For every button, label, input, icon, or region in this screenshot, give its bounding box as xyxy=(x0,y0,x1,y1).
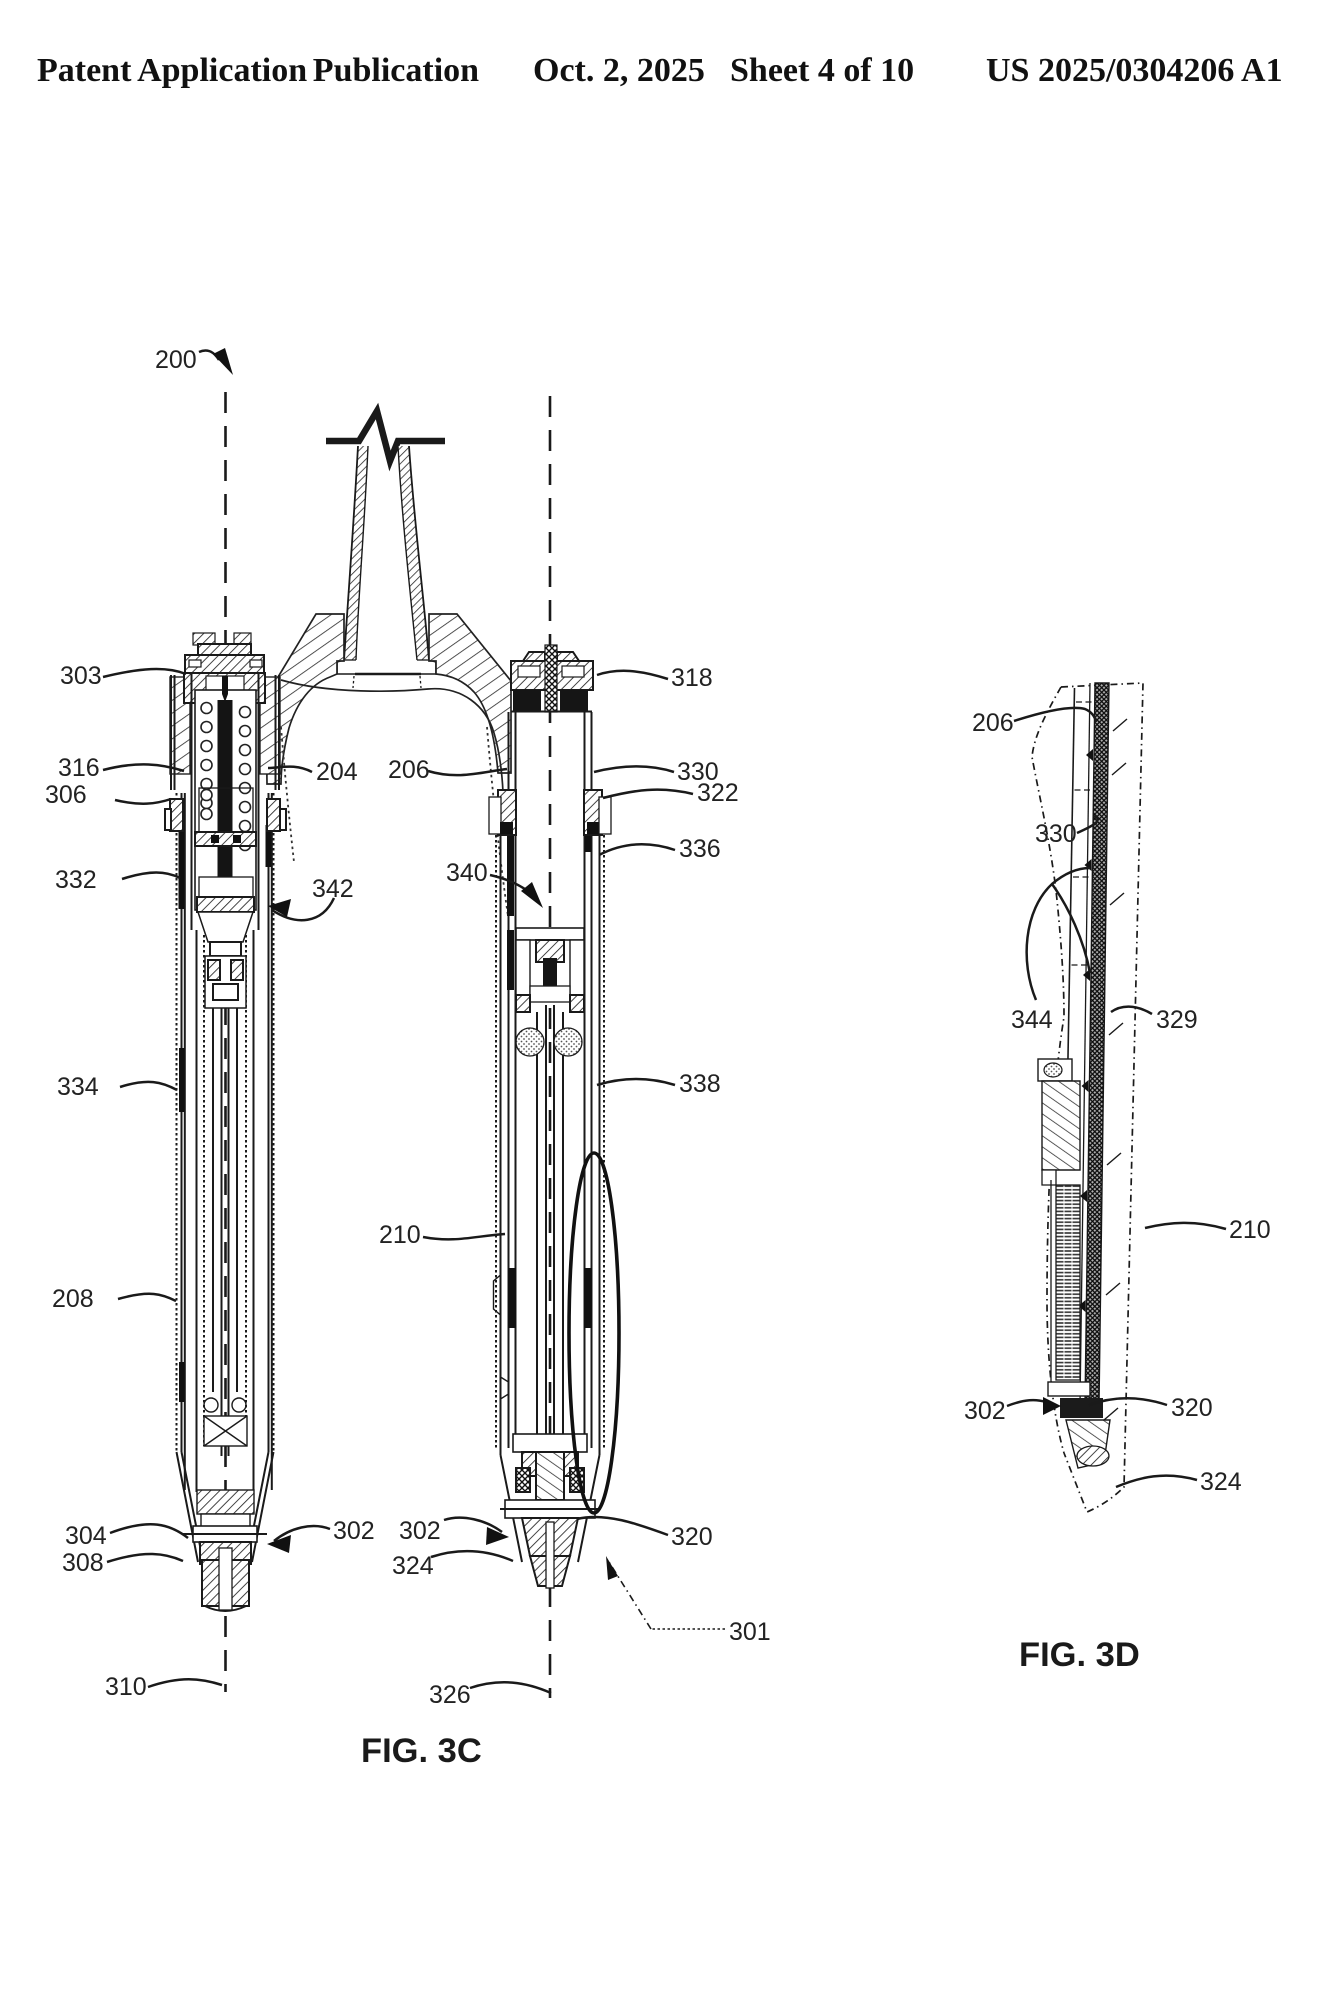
svg-text:303: 303 xyxy=(60,662,102,690)
svg-text:210: 210 xyxy=(1229,1216,1271,1244)
svg-text:304: 304 xyxy=(65,1522,107,1550)
svg-text:302: 302 xyxy=(964,1397,1006,1425)
svg-text:344: 344 xyxy=(1011,1006,1053,1034)
svg-text:204: 204 xyxy=(316,758,358,786)
svg-text:FIG. 3C: FIG. 3C xyxy=(361,1732,482,1770)
svg-text:338: 338 xyxy=(679,1070,721,1098)
svg-text:336: 336 xyxy=(679,835,721,863)
svg-text:340: 340 xyxy=(446,859,488,887)
svg-text:Sheet 4 of 10: Sheet 4 of 10 xyxy=(730,52,914,89)
svg-text:200: 200 xyxy=(155,346,197,374)
svg-text:310: 310 xyxy=(105,1673,147,1701)
svg-text:330: 330 xyxy=(1035,820,1077,848)
svg-text:Oct. 2, 2025: Oct. 2, 2025 xyxy=(533,52,705,89)
svg-text:302: 302 xyxy=(333,1517,375,1545)
svg-text:334: 334 xyxy=(57,1073,99,1101)
svg-text:329: 329 xyxy=(1156,1006,1198,1034)
svg-text:302: 302 xyxy=(399,1517,441,1545)
svg-text:330: 330 xyxy=(677,758,719,786)
svg-text:320: 320 xyxy=(1171,1394,1213,1422)
svg-text:332: 332 xyxy=(55,866,97,894)
svg-text:FIG. 3D: FIG. 3D xyxy=(1019,1636,1140,1674)
svg-text:206: 206 xyxy=(388,756,430,784)
svg-text:342: 342 xyxy=(312,875,354,903)
svg-text:306: 306 xyxy=(45,781,87,809)
svg-text:320: 320 xyxy=(671,1523,713,1551)
svg-text:308: 308 xyxy=(62,1549,104,1577)
svg-text:208: 208 xyxy=(52,1285,94,1313)
svg-text:324: 324 xyxy=(1200,1468,1242,1496)
svg-text:US 2025/0304206 A1: US 2025/0304206 A1 xyxy=(986,52,1283,89)
svg-text:324: 324 xyxy=(392,1552,434,1580)
svg-text:318: 318 xyxy=(671,664,713,692)
svg-text:316: 316 xyxy=(58,754,100,782)
svg-text:322: 322 xyxy=(697,779,739,807)
svg-text:206: 206 xyxy=(972,709,1014,737)
svg-text:326: 326 xyxy=(429,1681,471,1709)
svg-text:Patent Application Publicati: Patent Application Publication xyxy=(37,52,479,89)
svg-text:210: 210 xyxy=(379,1221,421,1249)
svg-text:301: 301 xyxy=(729,1618,771,1646)
